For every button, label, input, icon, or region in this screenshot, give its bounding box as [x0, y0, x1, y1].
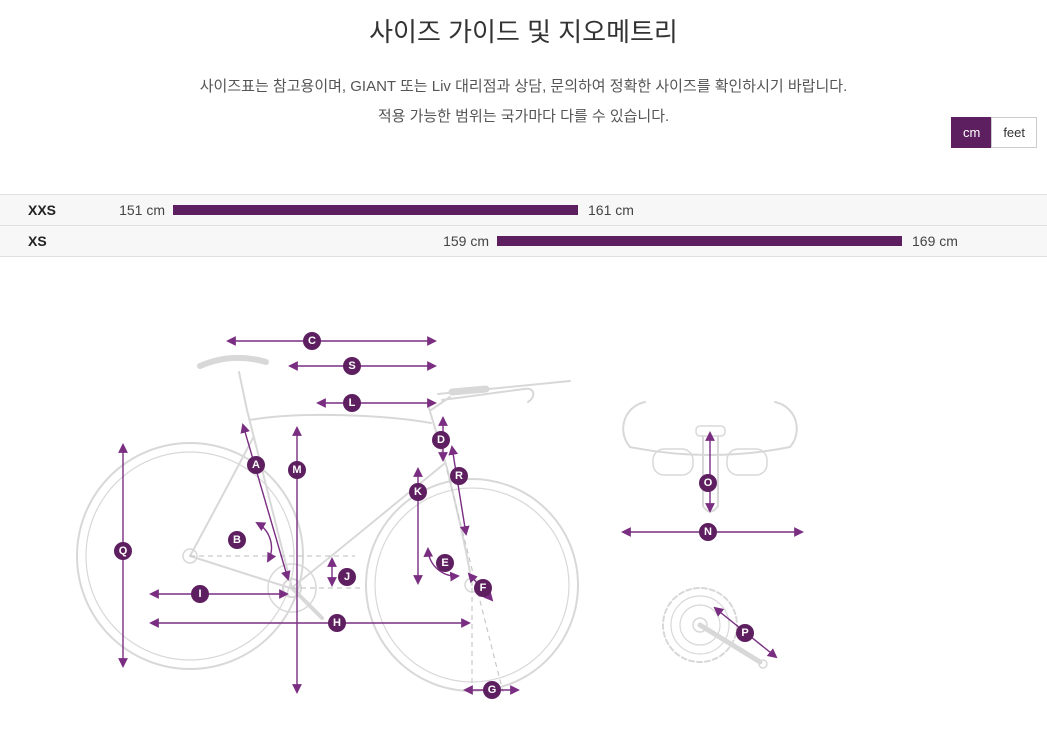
handlebar-top-view [622, 401, 798, 513]
geometry-label-L: L [343, 394, 361, 412]
geometry-label-G: G [483, 681, 501, 699]
page-title: 사이즈 가이드 및 지오메트리 [369, 17, 678, 47]
geometry-label-A: A [247, 456, 265, 474]
geometry-label-H: H [328, 614, 346, 632]
unit-toggle: cm feet [950, 117, 1037, 148]
page-subtitle-line1: 사이즈표는 참고용이며, GIANT 또는 Liv 대리점과 상담, 문의하여 … [199, 78, 848, 95]
geometry-label-J: J [338, 568, 356, 586]
range-bar [173, 205, 578, 215]
geometry-label-I: I [191, 585, 209, 603]
range-min-label: 159 cm [443, 233, 489, 249]
geometry-label-N: N [699, 523, 717, 541]
size-range-table: XXS 151 cm 161 cm XS 159 cm 169 cm [0, 194, 1047, 257]
geometry-label-E: E [436, 554, 454, 572]
size-row-xxs: XXS 151 cm 161 cm [0, 195, 1047, 226]
geometry-label-M: M [288, 461, 306, 479]
size-label: XXS [28, 202, 57, 218]
geometry-label-S: S [343, 357, 361, 375]
geometry-label-P: P [736, 624, 754, 642]
range-max-label: 161 cm [588, 202, 634, 218]
geometry-label-C: C [303, 332, 321, 350]
range-max-label: 169 cm [912, 233, 958, 249]
range-min-label: 151 cm [119, 202, 165, 218]
crankset-view [662, 587, 768, 669]
size-row-xs: XS 159 cm 169 cm [0, 226, 1047, 257]
size-guide-page: 사이즈 가이드 및 지오메트리 사이즈표는 참고용이며, GIANT 또는 Li… [0, 0, 1047, 699]
unit-feet-button[interactable]: feet [991, 117, 1037, 148]
geometry-label-B: B [228, 531, 246, 549]
geometry-label-K: K [409, 483, 427, 501]
size-label: XS [28, 233, 47, 249]
unit-cm-button[interactable]: cm [950, 117, 993, 148]
geometry-label-F: F [474, 579, 492, 597]
page-subtitle-line2: 적용 가능한 범위는 국가마다 다를 수 있습니다. [377, 108, 670, 125]
geometry-label-R: R [450, 467, 468, 485]
geometry-label-D: D [432, 431, 450, 449]
geometry-label-O: O [699, 474, 717, 492]
geometry-label-Q: Q [114, 542, 132, 560]
range-bar [497, 236, 902, 246]
measurement-arrows [118, 336, 804, 695]
guide-lines [190, 469, 504, 693]
bike-side-view [76, 354, 579, 692]
